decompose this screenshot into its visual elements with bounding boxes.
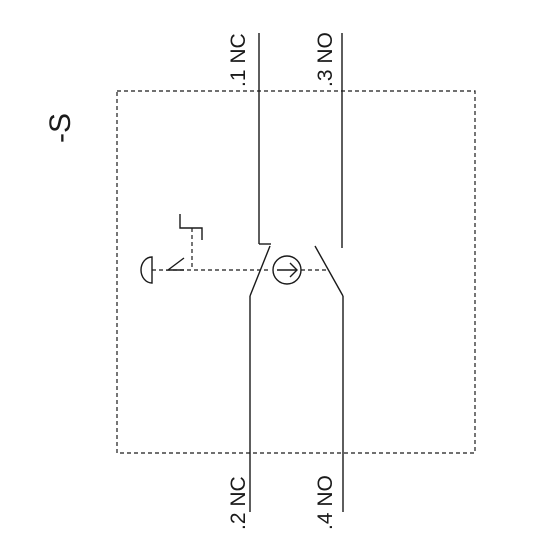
push-symbol [165,257,185,271]
terminal-4-prefix: . [314,524,337,530]
svg-text:.4 NO: .4 NO [314,475,337,530]
device-enclosure [116,90,476,454]
svg-text:.3 NO: .3 NO [314,32,337,87]
no-blade [314,245,344,297]
terminal-2-label: .2 NC [227,476,250,530]
terminal-3-label: .3 NO [314,32,337,87]
terminal-1-prefix: . [227,81,250,87]
terminal-4-text: 4 NO [314,475,337,524]
terminal-2-text: 2 NC [227,476,250,524]
mushroom-head [140,256,153,284]
latch-symbol [179,214,203,240]
terminal-2-prefix: . [227,524,250,530]
terminal-3-prefix: . [314,81,337,87]
svg-text:.2 NC: .2 NC [227,476,250,530]
terminal-1-label: .1 NC [227,33,250,87]
positive-opening-arrow-head [289,262,298,278]
terminal-3-text: 3 NO [314,32,337,81]
svg-text:.1 NC: .1 NC [227,33,250,87]
nc-contact [249,33,271,512]
positive-opening-symbol [272,255,302,285]
terminal-4-label: .4 NO [314,475,337,530]
nc-blade [249,245,271,297]
pushbutton-actuator [140,214,203,284]
device-tag: -S [44,113,77,143]
no-contact [314,33,344,512]
terminal-1-text: 1 NC [227,33,250,81]
